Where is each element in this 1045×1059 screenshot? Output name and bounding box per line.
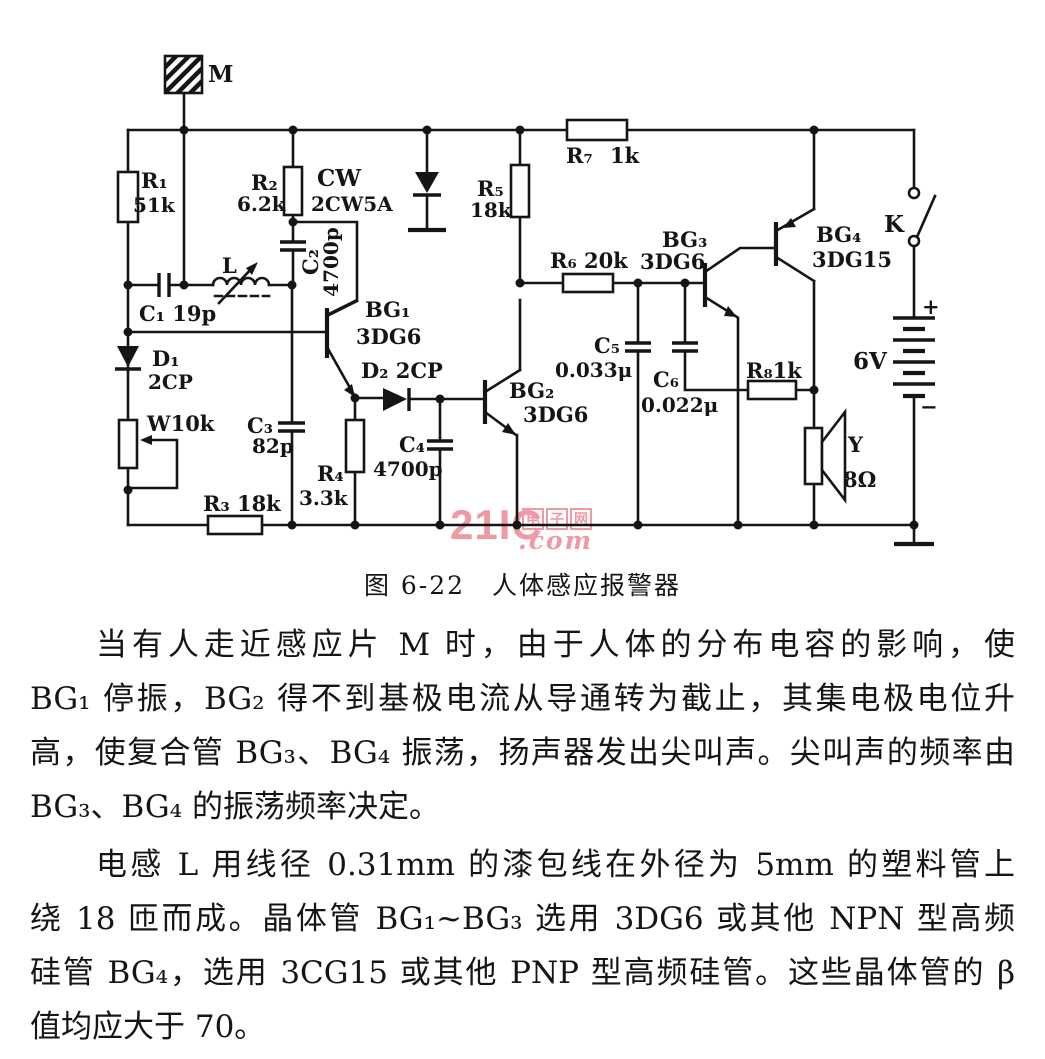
label-c3-value: 82p: [252, 434, 294, 458]
label-bg3: BG₃: [662, 227, 707, 252]
label-r2: R₂: [251, 170, 278, 195]
label-y-value: 8Ω: [843, 467, 876, 492]
label-r8: R₈1k: [746, 358, 802, 383]
label-bg1-value: 3DG6: [356, 324, 421, 349]
label-l: L: [222, 253, 237, 278]
circuit-schematic: M R₁ 51k R₂ 6.2k R₃ 18k R₄ 3.3k R₅ 18k: [115, 54, 940, 547]
label-c2-value: 4700p: [319, 227, 343, 297]
inductor-l: L: [211, 253, 271, 305]
resistor-r3: R₃ 18k: [203, 491, 281, 536]
paragraph-line: 高，使复合管 BG₃、BG₄ 振荡，扬声器发出尖叫声。尖叫声的频率由: [30, 735, 1015, 771]
capacitor-c4: C₄ 4700p: [373, 432, 453, 481]
label-w: W10k: [146, 411, 215, 436]
label-c1: C₁ 19p: [139, 301, 216, 326]
resistor-r2: R₂ 6.2k: [237, 165, 304, 217]
label-cw-value: 2CW5A: [311, 192, 393, 216]
transistor-bg2: BG₂ 3DG6: [482, 298, 588, 527]
battery-6v: + 6V −: [853, 294, 940, 419]
paragraph-line: BG₁ 停振，BG₂ 得不到基极电流从导通转为截止，其集电极电位升: [30, 681, 1015, 717]
resistor-r6: R₆ 20k: [550, 248, 628, 294]
watermark-badge: 电子网: [522, 508, 592, 530]
label-c4: C₄: [399, 432, 425, 457]
label-r5-value: 18k: [470, 198, 513, 222]
label-bg1: BG₁: [365, 297, 410, 322]
induction-plate-m: M: [163, 54, 233, 95]
paragraph-line: 电感 L 用线径 0.31mm 的漆包线在外径为 5mm 的塑料管上: [96, 847, 1015, 883]
potentiometer-w: W10k: [117, 411, 215, 490]
transistor-bg3: BG₃ 3DG6: [640, 227, 778, 319]
transistor-bg1: BG₁ 3DG6: [324, 297, 421, 397]
label-battery-minus: −: [920, 394, 938, 419]
capacitor-c1: C₁ 19p: [139, 273, 216, 326]
capacitor-c2: C₂ 4700p: [280, 227, 343, 297]
label-battery-plus: +: [922, 294, 940, 319]
resistor-r8: R₈1k: [746, 358, 802, 401]
paragraph-line: 当有人走近感应片 M 时，由于人体的分布电容的影响，使: [96, 627, 1015, 663]
label-d1-value: 2CP: [148, 370, 193, 394]
capacitor-c6: C₆ 0.022μ: [641, 341, 718, 417]
paragraph-1: 当有人走近感应片 M 时，由于人体的分布电容的影响，使 BG₁ 停振，BG₂ 得…: [30, 618, 1015, 834]
label-m: M: [208, 61, 233, 88]
paragraph-line: 值均应大于 70。: [30, 1009, 266, 1045]
label-c2: C₂: [298, 249, 323, 275]
watermark-badge-char: 网: [570, 508, 592, 530]
label-r1: R₁: [141, 168, 168, 193]
paragraph-line: BG₃、BG₄ 的振荡频率决定。: [30, 789, 440, 825]
switch-k: K: [884, 186, 937, 248]
label-c6: C₆: [653, 367, 679, 392]
watermark-suffix: .com: [518, 526, 594, 555]
resistor-r1: R₁ 51k: [116, 168, 176, 224]
label-c6-value: 0.022μ: [641, 393, 718, 417]
transistor-bg4: BG₄ 3DG15: [773, 207, 892, 283]
label-c3: C₃: [247, 413, 273, 438]
label-r1-value: 51k: [133, 193, 176, 217]
figure-caption: 图 6-22 人体感应报警器: [363, 571, 682, 600]
speaker-symbol: Y 8Ω: [803, 408, 876, 504]
watermark-badge-char: 子: [546, 508, 568, 530]
label-r4: R₄: [317, 461, 344, 486]
label-bg4-value: 3DG15: [812, 247, 892, 272]
label-k: K: [884, 211, 905, 238]
body-text: 当有人走近感应片 M 时，由于人体的分布电容的影响，使 BG₁ 停振，BG₂ 得…: [30, 618, 1015, 1054]
watermark-badge-char: 电: [522, 508, 544, 530]
label-bg4: BG₄: [816, 222, 861, 247]
label-r2-value: 6.2k: [237, 192, 287, 216]
capacitor-c3: C₃ 82p: [247, 413, 305, 458]
paragraph-line: 绕 18 匝而成。晶体管 BG₁~BG₃ 选用 3DG6 或其他 NPN 型高频: [30, 901, 1015, 937]
label-d2: D₂ 2CP: [361, 358, 443, 383]
label-c4-value: 4700p: [373, 457, 443, 481]
resistor-r7: R₇ 1k: [565, 118, 640, 168]
zener-diode-cw: CW 2CW5A: [311, 165, 446, 233]
label-bg2-value: 3DG6: [523, 402, 588, 427]
resistor-r4: R₄ 3.3k: [299, 418, 366, 510]
paragraph-2: 电感 L 用线径 0.31mm 的漆包线在外径为 5mm 的塑料管上 绕 18 …: [30, 838, 1015, 1054]
junction-dots: [123, 125, 919, 530]
capacitor-c5: C₅ 0.033μ: [555, 333, 651, 382]
label-r6: R₆ 20k: [550, 248, 628, 273]
label-y: Y: [847, 432, 864, 457]
label-r3: R₃ 18k: [203, 491, 281, 516]
label-d1: D₁: [152, 346, 179, 371]
label-bg2: BG₂: [509, 378, 554, 403]
label-r7: R₇: [566, 143, 593, 168]
label-c5-value: 0.033μ: [555, 358, 632, 382]
label-r5: R₅: [477, 176, 504, 201]
diode-d1: D₁ 2CP: [115, 346, 193, 394]
label-battery-voltage: 6V: [853, 348, 888, 375]
label-r7-value: 1k: [610, 143, 640, 168]
label-cw: CW: [317, 165, 362, 192]
label-r4-value: 3.3k: [299, 486, 349, 510]
diode-d2: D₂ 2CP: [361, 358, 443, 411]
paragraph-line: 硅管 BG₄，选用 3CG15 或其他 PNP 型高频硅管。这些晶体管的 β: [30, 955, 1015, 991]
resistor-r5: R₅ 18k: [470, 163, 531, 222]
label-bg3-value: 3DG6: [640, 249, 705, 274]
label-c5: C₅: [594, 333, 620, 358]
